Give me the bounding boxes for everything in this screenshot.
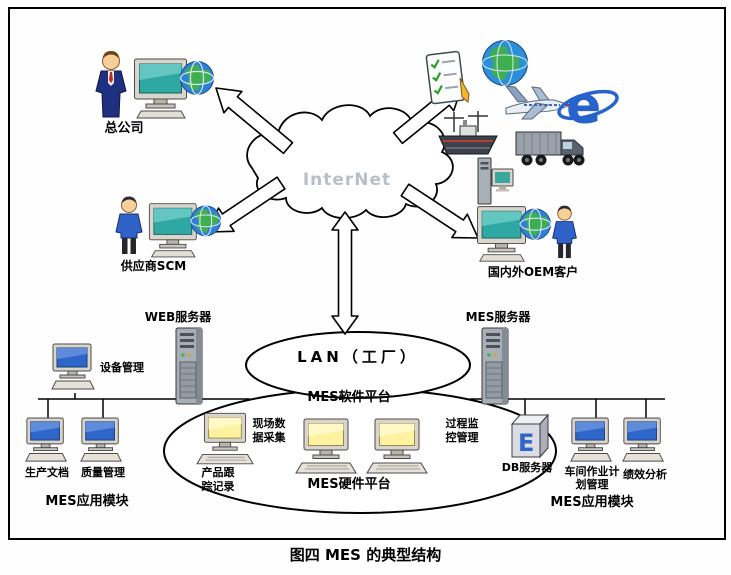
supplier-person-icon xyxy=(112,196,146,256)
workshop-planning-label: 车间作业计划管理 xyxy=(564,465,620,491)
right-connector-lines xyxy=(470,398,665,424)
oem-person-icon xyxy=(549,205,580,260)
internet-label: InterNet xyxy=(302,170,392,190)
mes-app-module-left-label: MES应用模块 xyxy=(45,494,129,509)
oem-customers-label: 国内外OEM客户 xyxy=(487,265,579,279)
ie-browser-icon xyxy=(556,75,620,135)
workstation-icon xyxy=(295,418,357,476)
web-server-tower-icon xyxy=(172,326,206,406)
production-docs-label: 生产文档 xyxy=(25,466,69,479)
workstation-icon xyxy=(196,412,254,467)
workstation-icon xyxy=(366,418,428,476)
db-server-icon xyxy=(504,411,550,461)
head-office-person-icon xyxy=(92,50,130,120)
diagram-border xyxy=(8,7,726,540)
head-office-label: 总公司 xyxy=(104,121,144,136)
supplier-label: 供应商SCM xyxy=(120,259,187,273)
performance-computer-icon xyxy=(621,417,667,465)
quality-computer-icon xyxy=(79,417,125,465)
checklist-icon xyxy=(424,50,472,108)
left-connector-lines xyxy=(38,393,250,424)
web-server-label: WEB服务器 xyxy=(144,310,212,324)
arrow-internet-head-office xyxy=(215,87,294,155)
equipment-computer-icon xyxy=(50,343,98,393)
field-data-collection-label: 现场数据采集 xyxy=(252,417,286,444)
mes-server-label: MES服务器 xyxy=(465,310,531,324)
mes-app-module-right-label: MES应用模块 xyxy=(550,495,634,510)
db-server-label: DB服务器 xyxy=(501,461,553,474)
lan-ellipse xyxy=(245,331,471,399)
hardware-platform-label: MES硬件平台 xyxy=(307,477,391,492)
software-platform-label: MES软件平台 xyxy=(307,390,391,405)
head-office-computer-globe-icon xyxy=(133,54,215,120)
supplier-computer-globe-icon xyxy=(148,199,222,259)
production-docs-computer-icon xyxy=(24,417,70,465)
desktop-pc-icon xyxy=(476,155,514,209)
figure-caption: 图四 MES 的典型结构 xyxy=(289,546,442,564)
mes-server-tower-icon xyxy=(478,326,512,406)
lan-label: LAN（工厂） xyxy=(297,348,419,366)
arrow-internet-supplier xyxy=(207,176,286,233)
arrow-internet-oem xyxy=(400,183,479,239)
product-tracking-label: 产品跟踪记录 xyxy=(201,466,235,493)
quality-mgmt-label: 质量管理 xyxy=(81,466,125,479)
process-monitoring-label: 过程监控管理 xyxy=(445,417,479,444)
workshop-computer-icon xyxy=(569,417,615,465)
arrow-internet-lan xyxy=(331,211,359,335)
oem-computer-globe-icon xyxy=(476,202,552,263)
equipment-mgmt-label: 设备管理 xyxy=(100,361,144,374)
performance-analysis-label: 绩效分析 xyxy=(623,468,667,481)
